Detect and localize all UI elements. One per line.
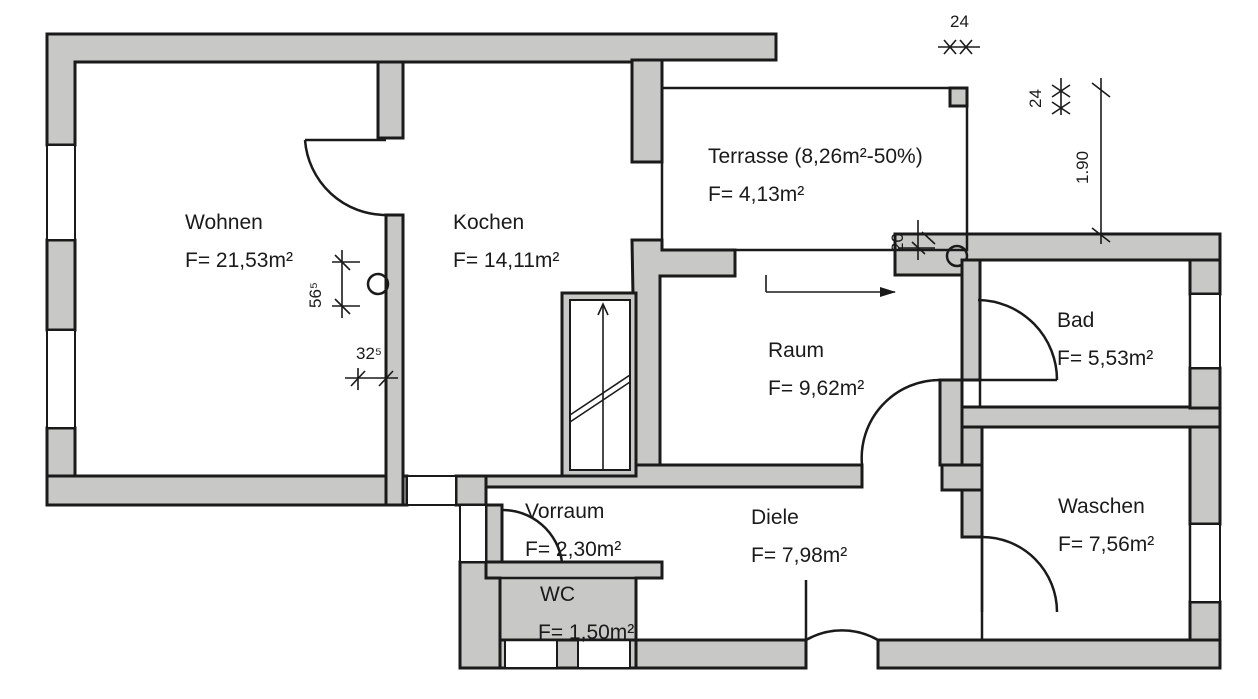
window-wc-1 <box>504 639 558 669</box>
door-wohnen-arc <box>303 139 387 217</box>
room-area-wohnen: F= 21,53m² <box>185 249 293 272</box>
walls <box>45 32 1222 670</box>
room-area-vorraum: F= 2,30m² <box>525 538 622 561</box>
wall-south-wohnen <box>45 474 409 507</box>
room-name-kochen: Kochen <box>453 211 525 234</box>
room-area-kochen: F= 14,11m² <box>453 249 560 272</box>
door-diele-arc <box>805 629 879 642</box>
room-name-wohnen: Wohnen <box>185 211 263 234</box>
room-area-diele: F= 7,98m² <box>751 544 848 567</box>
room-outlines <box>498 86 1192 642</box>
room-name-bad: Bad <box>1057 309 1095 332</box>
window-east-waschen <box>1189 523 1221 603</box>
door-waschen-arc <box>981 535 1059 613</box>
door-raum-arc <box>860 378 941 466</box>
wall-raum-east <box>938 378 964 467</box>
room-name-raum: Raum <box>768 339 825 362</box>
wall-west-1 <box>45 238 77 332</box>
terrace-corner-post <box>948 86 969 108</box>
dimension-20: 20 <box>888 233 907 252</box>
wall-raum-top-right <box>893 232 1222 277</box>
wall-south-middle <box>634 638 808 670</box>
window-west-1 <box>46 144 76 241</box>
stair <box>569 299 631 471</box>
bad-outline <box>978 258 1192 409</box>
room-name-terrasse: Terrasse (8,26m²-50%) <box>708 145 923 168</box>
wall-bad-waschen <box>960 405 1222 429</box>
wall-vorraum-west <box>454 474 488 507</box>
door-bad-arc <box>977 298 1059 381</box>
wall-east-1 <box>1188 258 1222 296</box>
room-area-bad: F= 5,53m² <box>1057 347 1154 370</box>
room-name-diele: Diele <box>751 506 799 529</box>
arrow <box>765 275 896 297</box>
terrace-outline <box>660 86 969 252</box>
wall-south-right <box>876 638 1222 670</box>
wc-outline <box>498 576 638 642</box>
windows <box>46 144 1221 669</box>
waschen-outline <box>980 425 1192 642</box>
window-vorraum <box>406 475 457 506</box>
wall-raum-west <box>630 238 737 467</box>
room-area-terrasse: F= 4,13m² <box>708 183 805 206</box>
dimension-24-top: 24 <box>950 12 969 31</box>
room-area-wc: F= 1,50m² <box>538 621 635 644</box>
room-area-raum: F= 9,62m² <box>768 377 865 400</box>
wall-raum-south <box>458 463 864 489</box>
dimension-24-side: 24 <box>1026 89 1045 108</box>
room-name-waschen: Waschen <box>1058 495 1145 518</box>
room-name-vorraum: Vorraum <box>525 500 605 523</box>
wall-diele-east <box>940 463 984 492</box>
column-circle-right <box>945 244 969 268</box>
wall-east-3 <box>1188 425 1222 526</box>
wall-wc-top-left <box>484 503 504 567</box>
wall-top-north <box>45 32 778 147</box>
doors <box>303 138 1059 642</box>
dimension-190: 1.90 <box>1073 150 1092 184</box>
wall-east-2 <box>1188 366 1222 410</box>
wall-raum-east-upper <box>960 258 982 382</box>
window-wc-2 <box>577 639 631 669</box>
room-area-waschen: F= 7,56m² <box>1058 533 1155 556</box>
door-vorraum-arc <box>501 508 564 563</box>
room-name-wc: WC <box>540 583 575 606</box>
dimension-56-5: 56⁵ <box>306 282 325 308</box>
wall-partition-lower <box>384 213 405 507</box>
wall-kochen-east <box>630 58 664 164</box>
column-circle-left <box>366 272 390 296</box>
window-vorraum-side <box>459 504 487 563</box>
window-east-bad <box>1189 293 1221 369</box>
dimension-32-5: 32⁵ <box>356 344 382 363</box>
wall-partition-upper <box>376 60 405 140</box>
window-west-2 <box>46 329 76 429</box>
dimension-lines <box>332 39 1111 390</box>
